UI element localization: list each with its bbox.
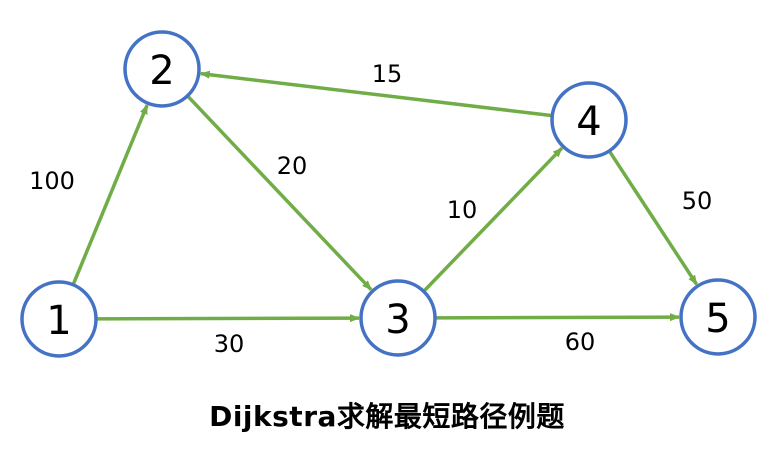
node-label-2: 2 — [149, 48, 174, 94]
edge-4-to-5 — [607, 149, 699, 286]
node-label-5: 5 — [705, 296, 730, 342]
diagram-caption: Dijkstra求解最短路径例题 — [209, 400, 565, 433]
node-label-4: 4 — [576, 99, 601, 145]
edge-1-to-2 — [71, 104, 149, 286]
node-circle-3 — [359, 279, 437, 357]
edge-weight-3-5: 60 — [565, 328, 596, 356]
graph-diagram: 100 30 20 10 60 15 50 1 2 3 4 5 — [20, 30, 757, 358]
node-circle-5 — [679, 278, 757, 356]
node-5: 5 — [679, 278, 757, 356]
edges-layer — [71, 70, 699, 323]
node-2: 2 — [123, 30, 201, 108]
edge-weights-layer: 100 30 20 10 60 15 50 — [29, 60, 712, 358]
node-label-1: 1 — [46, 298, 71, 344]
node-3: 3 — [359, 279, 437, 357]
node-4: 4 — [550, 81, 628, 159]
nodes-layer: 1 2 3 4 5 — [20, 30, 757, 358]
edge-weight-2-3: 20 — [277, 152, 308, 180]
node-label-3: 3 — [385, 297, 410, 343]
node-circle-4 — [550, 81, 628, 159]
node-1: 1 — [20, 280, 98, 358]
edge-3-to-4 — [422, 146, 564, 293]
edge-weight-4-2: 15 — [372, 60, 403, 88]
edge-1-to-3 — [95, 314, 361, 323]
edge-2-to-3 — [186, 94, 373, 291]
edge-weight-1-3: 30 — [214, 330, 245, 358]
node-circle-1 — [20, 280, 98, 358]
node-circle-2 — [123, 30, 201, 108]
edge-weight-4-5: 50 — [682, 187, 713, 215]
edge-3-to-5 — [434, 313, 681, 322]
edge-weight-3-4: 10 — [447, 196, 478, 224]
edge-weight-1-2: 100 — [29, 167, 75, 195]
edge-4-to-2 — [199, 70, 553, 118]
